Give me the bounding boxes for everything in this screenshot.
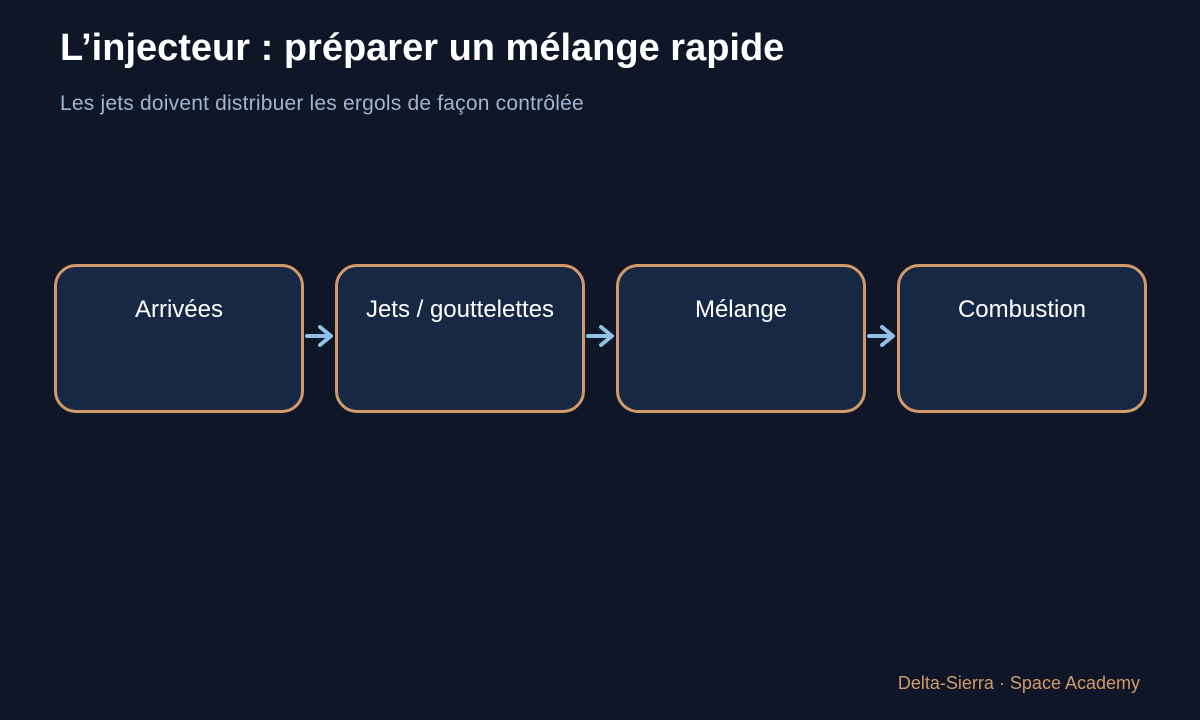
step-box-arrivees: Arrivées: [54, 264, 304, 413]
right-arrow-icon: [586, 325, 614, 347]
slide-subtitle: Les jets doivent distribuer les ergols d…: [60, 92, 584, 115]
slide-title: L’injecteur : préparer un mélange rapide: [60, 27, 785, 69]
right-arrow-icon: [867, 325, 895, 347]
step-label: Jets / gouttelettes: [365, 296, 555, 323]
step-label: Combustion: [957, 296, 1087, 323]
footer-credit: Delta-Sierra · Space Academy: [897, 673, 1140, 693]
step-label: Arrivées: [134, 296, 224, 323]
step-box-melange: Mélange: [616, 264, 866, 413]
process-flow-diagram: Arrivées Jets / gouttelettes Mélange Com…: [54, 264, 1147, 413]
step-label: Mélange: [694, 296, 788, 323]
step-box-jets-gouttelettes: Jets / gouttelettes: [335, 264, 585, 413]
step-box-combustion: Combustion: [897, 264, 1147, 413]
right-arrow-icon: [305, 325, 333, 347]
